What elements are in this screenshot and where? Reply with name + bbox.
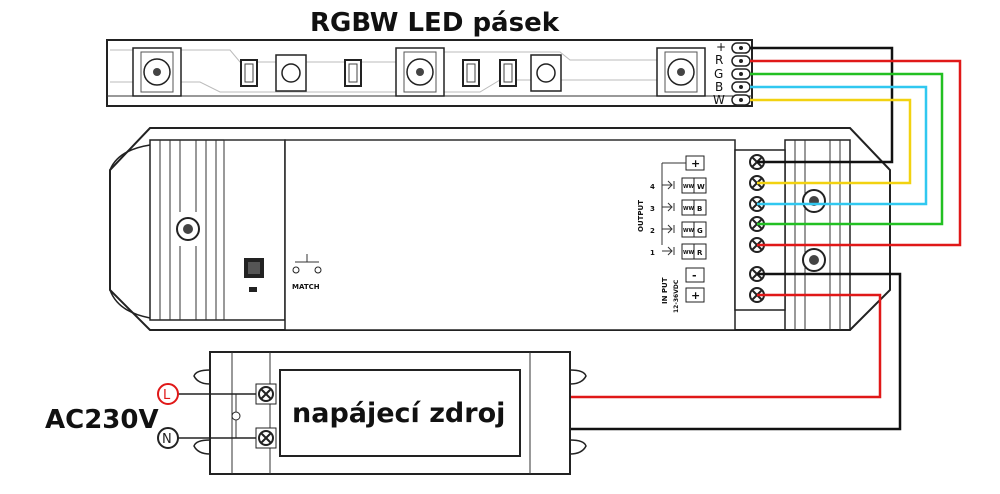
channel-code-r: R: [697, 249, 703, 257]
strip-pin-plus-label: +: [716, 40, 726, 54]
input-voltage-label: 12-36VDC: [673, 279, 680, 313]
led-controller: MATCH +: [109, 127, 891, 331]
strip-resistor: [462, 59, 480, 87]
wire-blue: [750, 85, 928, 206]
strip-transistor: [530, 54, 562, 92]
ac-terminal-n: [255, 427, 277, 449]
ww-label: WW: [683, 250, 695, 256]
neutral-label: N: [162, 432, 172, 447]
wire-white: [750, 98, 912, 185]
strip-pin-w-label: W: [713, 93, 725, 107]
channel-number-2: 2: [650, 227, 655, 235]
ac-terminal-l: [255, 383, 277, 405]
channel-number-4: 4: [650, 183, 655, 191]
strip-pin-r-label: R: [715, 53, 723, 67]
strip-resistor: [499, 59, 517, 87]
led-chip: [395, 47, 445, 97]
terminal-screws: [749, 154, 765, 303]
output-wires: [750, 46, 962, 247]
power-supply: napájecí zdroj: [193, 351, 587, 475]
strip-transistor: [275, 54, 307, 92]
wire-input-black: [551, 272, 902, 431]
plus-terminal-sign: +: [691, 157, 700, 170]
power-supply-label: napájecí zdroj: [292, 398, 505, 429]
output-label: OUTPUT: [637, 200, 645, 232]
strip-resistor: [344, 59, 362, 87]
match-switch-symbol: [292, 254, 322, 274]
wire-green: [750, 72, 944, 226]
led-chip: [132, 47, 182, 97]
strip-pin-b-label: B: [715, 80, 723, 94]
vent-slots: [159, 140, 225, 320]
ww-label: WW: [683, 184, 695, 190]
channel-number-3: 3: [650, 205, 655, 213]
ww-label: WW: [683, 206, 695, 212]
input-plus-sign: +: [691, 289, 700, 302]
channel-code-w: W: [697, 183, 705, 191]
neutral-marker: [157, 427, 179, 449]
ac-voltage-label: AC230V: [45, 405, 159, 435]
ww-label: WW: [683, 228, 695, 234]
channel-legend: + WW W 4 WW B 3 WW G 2 W: [650, 155, 707, 303]
wire-red: [750, 59, 962, 247]
ac-input: L N AC230V: [45, 383, 256, 449]
diagram-title: RGBW LED pásek: [310, 8, 560, 38]
match-label: MATCH: [292, 283, 320, 291]
input-minus-sign: -: [692, 269, 697, 282]
strip-pads: [731, 42, 751, 106]
vent-slots: [794, 140, 841, 330]
live-marker: [157, 383, 179, 405]
input-label: IN PUT: [661, 277, 669, 304]
channel-code-b: B: [697, 205, 702, 213]
led-chip: [656, 47, 706, 97]
channel-number-1: 1: [650, 249, 655, 257]
channel-code-g: G: [697, 227, 703, 235]
wire-input-red: [551, 293, 882, 399]
led-strip: + R G B W: [106, 39, 753, 107]
strip-pin-g-label: G: [714, 67, 723, 81]
strip-resistor: [240, 59, 258, 87]
wire-plus: [750, 46, 894, 164]
live-label: L: [163, 388, 171, 403]
